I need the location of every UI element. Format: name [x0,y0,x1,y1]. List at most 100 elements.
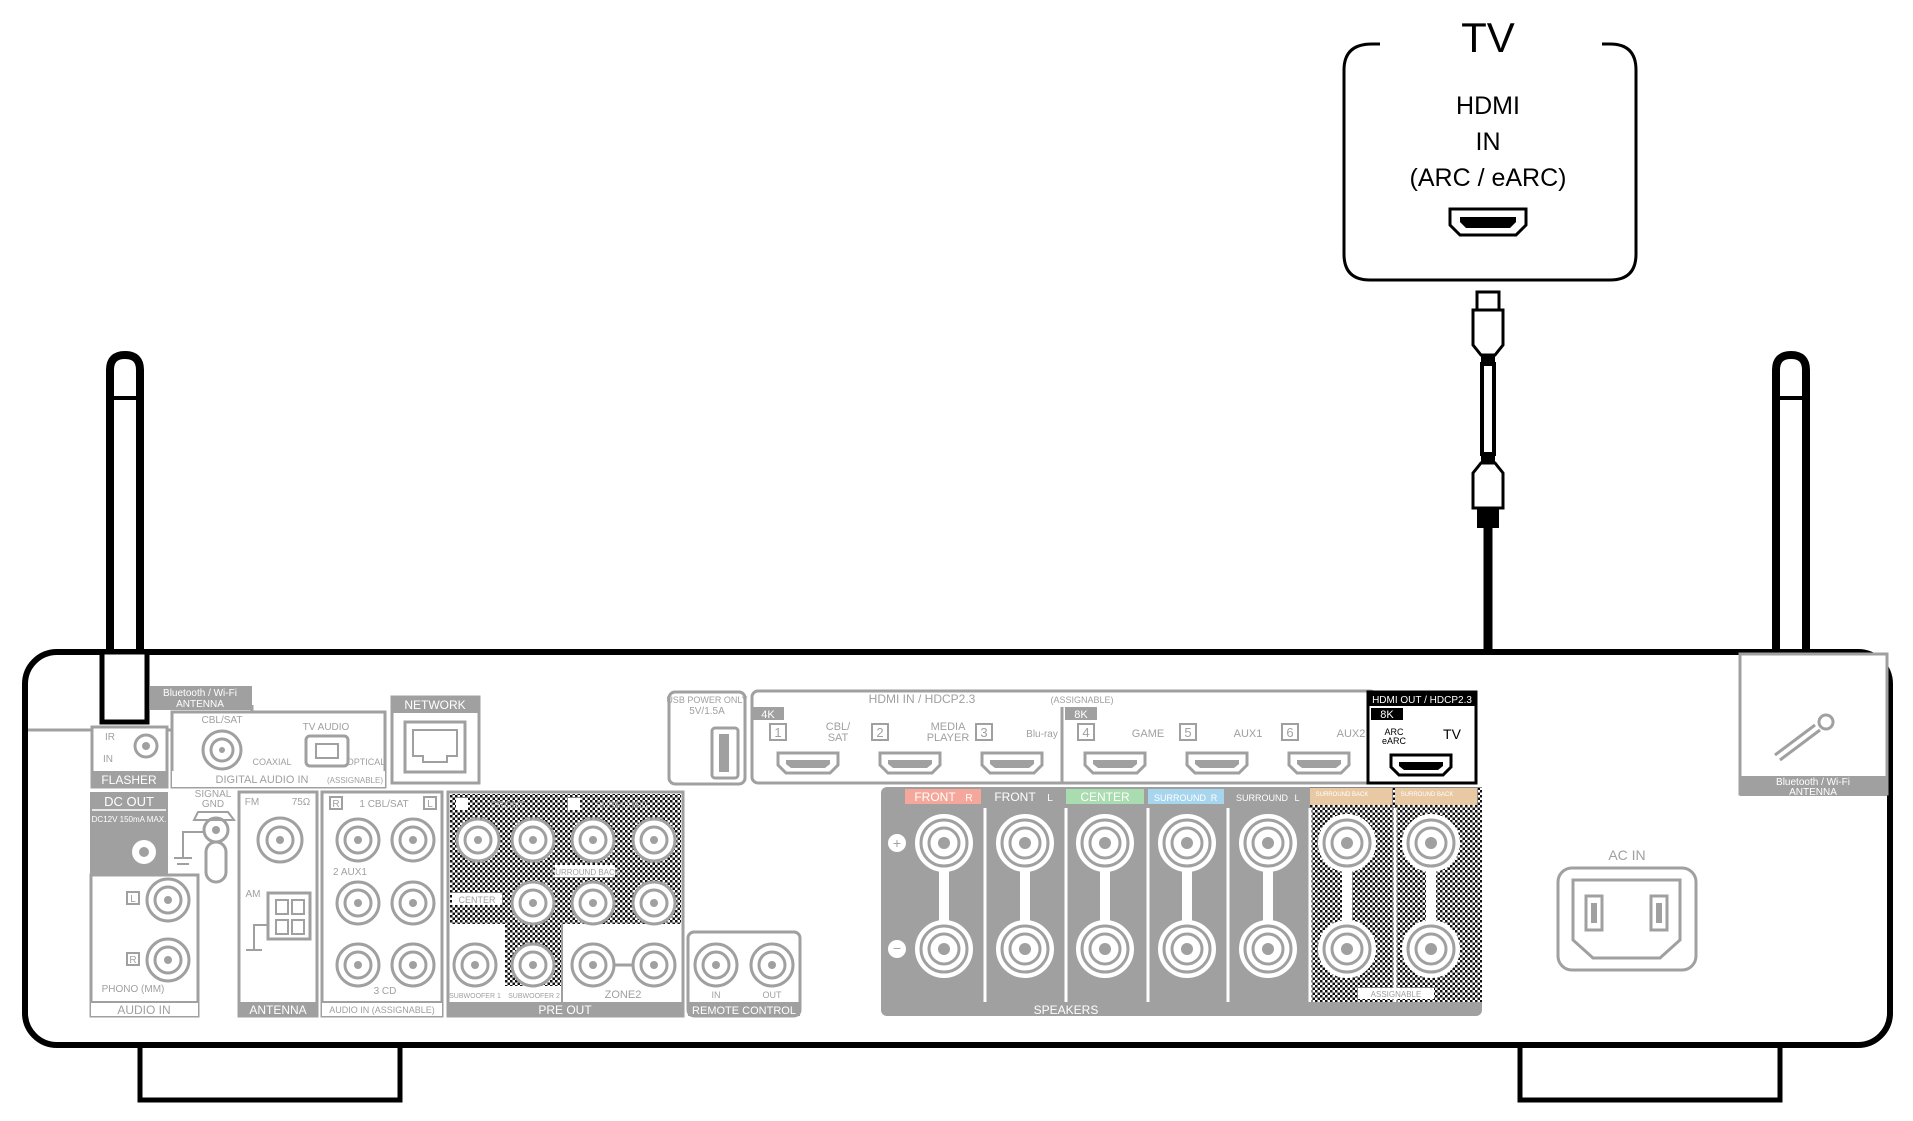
svg-text:ZONE2: ZONE2 [605,989,642,1001]
hdmi-in-2[interactable]: 2 MEDIA PLAYER [871,721,969,775]
svg-text:R: R [965,793,972,804]
signal-gnd-terminal[interactable] [192,811,236,884]
sp-front-l-minus[interactable] [995,919,1055,979]
svg-text:AUX1: AUX1 [1234,728,1263,740]
hdmi-in-3[interactable]: 3 Blu-ray [975,723,1058,775]
svg-text:TV AUDIO: TV AUDIO [303,722,350,733]
coaxial-jack[interactable] [201,729,243,771]
pre-out-center-jack[interactable] [510,880,556,926]
hdmi-in-5[interactable]: 5 AUX1 [1179,723,1263,775]
svg-text:SIGNAL: SIGNAL [195,789,232,800]
pre-out-front-l-jack[interactable] [510,817,556,863]
pre-out-sb-r-jack[interactable] [570,880,616,926]
dc-out-jack[interactable] [132,840,156,864]
hdmi-out-tv-port[interactable] [1389,753,1453,777]
svg-text:TV: TV [1443,726,1462,742]
svg-text:FLASHER: FLASHER [101,773,157,787]
audio-in-3-l-jack[interactable] [390,942,436,988]
svg-text:REMOTE CONTROL: REMOTE CONTROL [692,1005,796,1017]
phono-l-jack[interactable] [145,877,191,923]
svg-text:3 CD: 3 CD [374,986,397,997]
sp-sb-r-plus[interactable] [1317,813,1377,873]
pre-out-surround-l-jack[interactable] [631,817,677,863]
svg-text:4: 4 [1082,725,1089,740]
signal-gnd: SIGNAL GND [174,789,236,884]
ac-in: AC IN [1556,847,1698,972]
pre-out-surround-r-jack[interactable] [570,817,616,863]
svg-text:USB POWER ONLY: USB POWER ONLY [666,695,747,705]
audio-in-1-l-jack[interactable] [390,817,436,863]
antenna-connector-icon [1774,713,1835,762]
pre-out-sb-l-jack[interactable] [631,880,677,926]
svg-text:CENTER: CENTER [458,895,496,905]
sp-center-minus[interactable] [1075,919,1135,979]
svg-text:COAXIAL: COAXIAL [252,757,291,767]
remote-control: IN OUT REMOTE CONTROL [686,930,802,1018]
zone2-r-jack[interactable] [570,942,616,988]
svg-text:8K: 8K [1380,709,1394,721]
sp-surround-l-minus[interactable] [1238,919,1298,979]
svg-text:eARC: eARC [1382,736,1407,746]
sp-surround-l-plus[interactable] [1238,813,1298,873]
audio-in-assignable: R 1 CBL/SAT L 2 AUX1 3 CD AUDIO IN (ASSI… [320,790,444,1018]
subwoofer2-jack[interactable] [510,942,556,988]
left-antenna [106,350,144,660]
svg-text:4K: 4K [761,709,775,721]
ethernet-port[interactable] [403,720,467,774]
sp-front-l-plus[interactable] [995,813,1055,873]
hdmi-out-group: HDMI OUT / HDCP2.3 8K ARC eARC TV [1366,690,1478,785]
remote-out-jack[interactable] [749,942,795,988]
svg-text:DIGITAL AUDIO IN: DIGITAL AUDIO IN [216,774,309,786]
svg-text:NETWORK: NETWORK [404,698,465,712]
audio-in-3-r-jack[interactable] [335,942,381,988]
svg-text:(ASSIGNABLE): (ASSIGNABLE) [327,776,383,785]
svg-text:IR: IR [105,732,115,743]
optical-jack[interactable] [304,734,350,768]
tv-device: TV HDMI IN (ARC / eARC) [1342,14,1638,282]
svg-text:HDMI IN / HDCP2.3: HDMI IN / HDCP2.3 [869,692,976,706]
sp-sb-l-minus[interactable] [1401,919,1461,979]
svg-text:Bluetooth / Wi-Fi: Bluetooth / Wi-Fi [163,688,237,699]
svg-text:ASSIGNABLE: ASSIGNABLE [1371,990,1422,999]
tv-port-label-line2: IN [1476,128,1501,156]
sp-surround-r-minus[interactable] [1157,919,1217,979]
svg-text:R: R [332,799,339,810]
svg-text:ARC: ARC [1384,727,1404,737]
svg-text:SPEAKERS: SPEAKERS [1034,1003,1099,1017]
sp-center-plus[interactable] [1075,813,1135,873]
svg-text:ANTENNA: ANTENNA [1789,787,1837,798]
right-antenna [1772,350,1810,660]
remote-in-jack[interactable] [693,942,739,988]
tv-hdmi-in-port[interactable] [1448,207,1528,237]
audio-in-1-r-jack[interactable] [335,817,381,863]
ac-inlet[interactable] [1556,866,1698,972]
am-antenna-terminal[interactable] [266,891,312,941]
left-foot [137,1040,403,1103]
svg-text:FRONT: FRONT [491,800,525,811]
phono-r-jack[interactable] [145,937,191,983]
usb-port[interactable] [710,726,740,780]
fm-antenna-jack[interactable] [256,816,304,864]
hdmi-in-1[interactable]: 1 CBL/ SAT [769,721,851,775]
audio-in-2-l-jack[interactable] [390,880,436,926]
svg-text:HDMI OUT / HDCP2.3: HDMI OUT / HDCP2.3 [1372,695,1472,706]
sp-front-r-plus[interactable] [914,813,974,873]
sp-sb-l-plus[interactable] [1401,813,1461,873]
hdmi-in-6[interactable]: 6 AUX2 [1281,723,1365,775]
svg-text:AUDIO IN: AUDIO IN [117,1003,170,1017]
subwoofer1-jack[interactable] [452,942,498,988]
hdmi-in-4[interactable]: 4 GAME [1077,723,1164,775]
zone2-l-jack[interactable] [631,942,677,988]
sp-surround-r-plus[interactable] [1157,813,1217,873]
sp-sb-r-minus[interactable] [1317,919,1377,979]
ir-flasher-jack[interactable] [133,733,159,759]
pre-out-front-r-jack[interactable] [455,817,501,863]
svg-text:2 AUX1: 2 AUX1 [333,867,367,878]
svg-text:75Ω: 75Ω [292,797,311,808]
svg-text:3: 3 [980,725,987,740]
sp-front-r-minus[interactable] [914,919,974,979]
audio-in-2-r-jack[interactable] [335,880,381,926]
svg-text:GND: GND [202,799,224,810]
svg-text:5V/1.5A: 5V/1.5A [689,706,725,717]
